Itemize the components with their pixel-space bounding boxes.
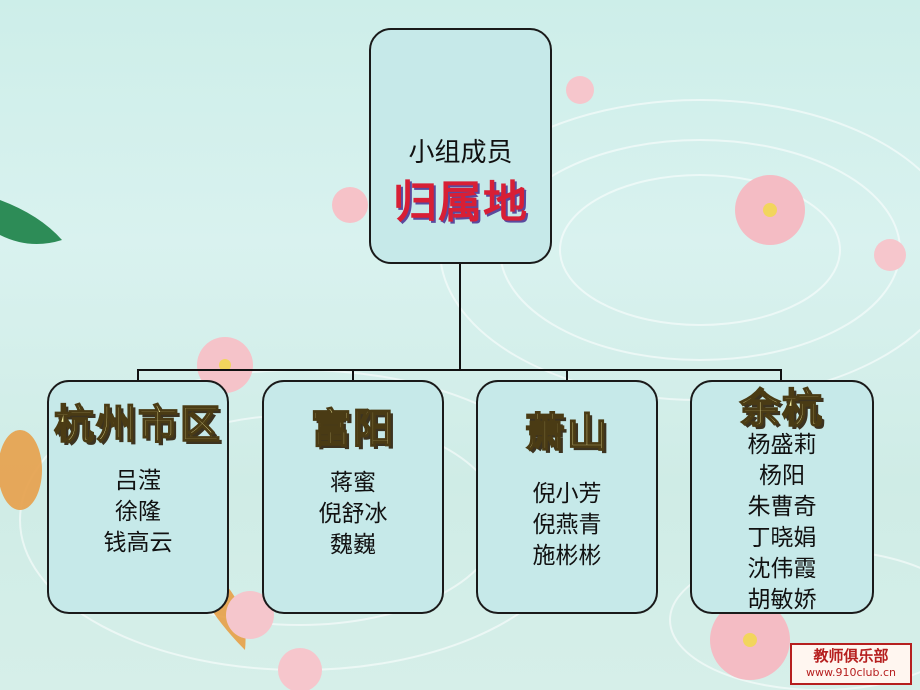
member-name: 魏巍 bbox=[330, 532, 376, 558]
member-name: 杨阳 bbox=[759, 463, 805, 489]
member-name: 蒋蜜 bbox=[330, 470, 376, 496]
member-name: 吕滢 bbox=[115, 468, 161, 494]
connector-bar bbox=[137, 369, 782, 371]
member-name: 施彬彬 bbox=[532, 543, 602, 569]
watermark-logo: 教师俱乐部 www.910club.cn bbox=[790, 643, 912, 685]
region-label: 杭州市区 bbox=[53, 401, 222, 449]
member-list: 倪小芳 倪燕青 施彬彬 bbox=[478, 479, 656, 572]
member-name: 沈伟霞 bbox=[747, 556, 817, 582]
region-label: 余杭 bbox=[739, 385, 824, 433]
member-list: 吕滢 徐隆 钱高云 bbox=[49, 466, 227, 559]
connector-branch-1 bbox=[137, 369, 139, 381]
connector-branch-4 bbox=[780, 369, 782, 381]
region-label: 萧山 bbox=[524, 409, 609, 457]
member-list: 杨盛莉 杨阳 朱曹奇 丁晓娟 沈伟霞 胡敏娇 bbox=[692, 430, 872, 616]
member-list: 蒋蜜 倪舒冰 魏巍 bbox=[264, 468, 442, 561]
root-title: 归属地 bbox=[393, 177, 528, 228]
connector-branch-3 bbox=[566, 369, 568, 381]
member-name: 朱曹奇 bbox=[747, 494, 817, 520]
member-name: 杨盛莉 bbox=[747, 432, 817, 458]
member-name: 倪小芳 bbox=[532, 481, 602, 507]
branch-node-3: 萧山 倪小芳 倪燕青 施彬彬 bbox=[476, 380, 658, 614]
blossom-icon bbox=[197, 76, 906, 690]
member-name: 钱高云 bbox=[103, 530, 173, 556]
connector-trunk bbox=[459, 264, 461, 370]
member-name: 徐隆 bbox=[115, 499, 161, 525]
member-name: 胡敏娇 bbox=[747, 587, 817, 613]
branch-node-1: 杭州市区 吕滢 徐隆 钱高云 bbox=[47, 380, 229, 614]
member-name: 倪舒冰 bbox=[318, 501, 388, 527]
member-name: 丁晓娟 bbox=[747, 525, 817, 551]
watermark-title: 教师俱乐部 bbox=[813, 647, 889, 665]
branch-node-2: 富阳 蒋蜜 倪舒冰 魏巍 bbox=[262, 380, 444, 614]
region-label: 富阳 bbox=[310, 405, 395, 453]
member-name: 倪燕青 bbox=[532, 512, 602, 538]
watermark-url: www.910club.cn bbox=[805, 666, 897, 679]
connector-branch-2 bbox=[352, 369, 354, 381]
root-node: 小组成员 归属地 bbox=[369, 28, 552, 264]
root-subtitle: 小组成员 bbox=[408, 138, 513, 168]
branch-node-4: 余杭 杨盛莉 杨阳 朱曹奇 丁晓娟 沈伟霞 胡敏娇 bbox=[690, 380, 874, 614]
